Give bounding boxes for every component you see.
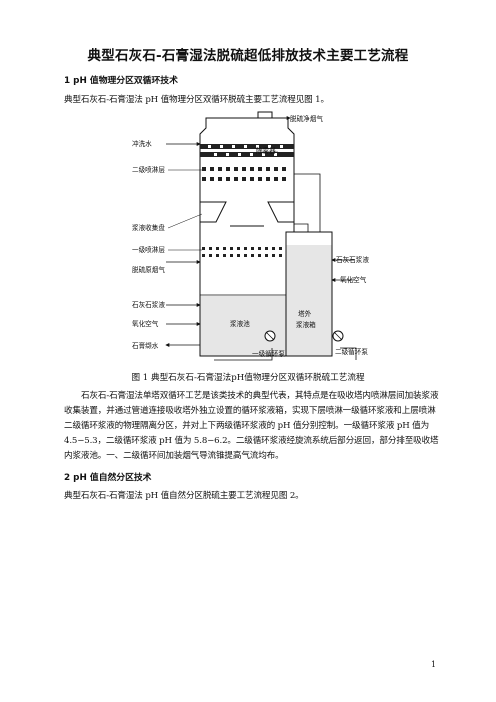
section2-intro: 典型石灰石-石膏湿法 pH 值自然分区脱硫主要工艺流程见图 2。: [64, 491, 304, 501]
section1-intro: 典型石灰石-石膏湿法 pH 值物理分区双循环脱硫主要工艺流程见图 1。: [64, 95, 329, 105]
figure1-diagram: 脱硫净烟气 冲洗水 除雾器 二级喷淋层 浆液收集盘 一级喷淋层 脱硫原烟气 石灰…: [132, 111, 369, 361]
document-title: 典型石灰石-石膏湿法脱硫超低排放技术主要工艺流程: [87, 48, 409, 64]
leader-lines: [167, 151, 278, 251]
label-gypsum: 石膏缬水: [132, 341, 159, 350]
figure1-caption: 图 1 典型石灰石-石膏湿法pH值物理分区双循环脱硫工艺流程: [131, 373, 365, 383]
label-outer-tank-1: 塔外: [298, 309, 312, 318]
pipes: [214, 173, 357, 361]
label-limestone-right: 石灰石浆液: [336, 255, 369, 264]
section1-body: 石灰石-石膏湿法单塔双循环工艺是该类技术的典型代表，其特点是在吸收塔内喷淋层间加…: [64, 391, 439, 461]
spray-layer-1: [202, 247, 289, 257]
section1-heading: 1 pH 值物理分区双循环技术: [64, 76, 178, 86]
label-pump-2: 二级循环泵: [335, 347, 368, 356]
label-spray-2: 二级喷淋层: [132, 165, 165, 174]
pump-2: [332, 330, 344, 342]
slurry-collector: [199, 201, 295, 227]
label-outer-tank-2: 浆液箱: [296, 320, 316, 329]
label-ox-air-left: 氧化空气: [132, 319, 159, 328]
label-flush-water: 冲洗水: [132, 139, 152, 148]
pump-1: [264, 330, 276, 342]
label-slurry-collector: 浆液收集盘: [132, 223, 165, 232]
label-ox-air-right: 氧化空气: [340, 275, 367, 284]
label-pump-1: 一级循环泵: [252, 349, 285, 358]
spray-layer-2: [202, 167, 286, 181]
demister: [200, 144, 294, 157]
label-slurry-pool: 浆液池: [230, 319, 250, 328]
label-limestone-left: 石灰石浆液: [132, 300, 165, 309]
label-clean-gas: 脱硫净烟气: [290, 114, 323, 123]
flow-arrows: [165, 116, 354, 347]
section2-heading: 2 pH 值自然分区技术: [64, 473, 152, 483]
slurry-pool: [200, 294, 294, 356]
label-demister: 除雾器: [256, 146, 276, 155]
label-spray-1: 一级喷淋层: [132, 245, 165, 254]
label-raw-gas: 脱硫原烟气: [132, 265, 165, 274]
outer-slurry-tank: [285, 231, 333, 357]
page-number: 1: [431, 660, 437, 669]
